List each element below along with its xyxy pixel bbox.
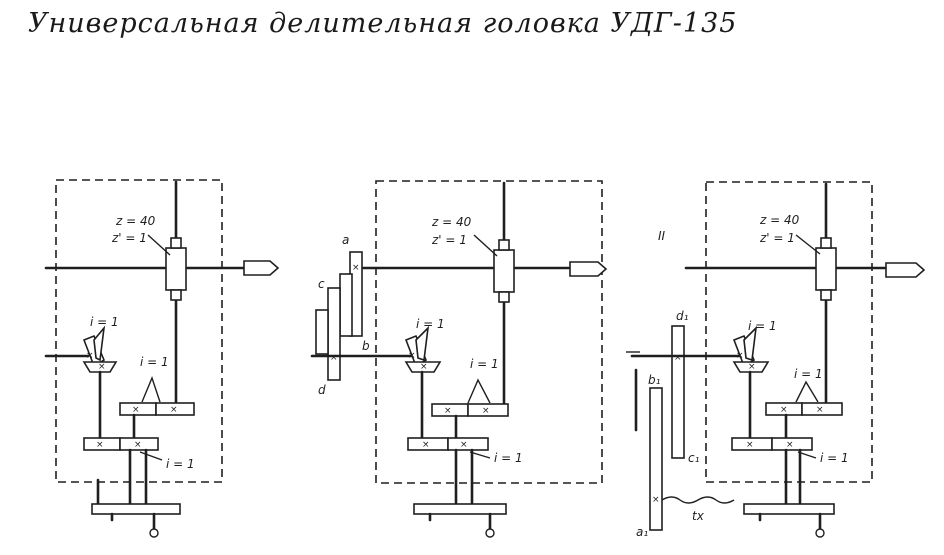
svg-text:×: × xyxy=(652,495,660,505)
svg-text:×: × xyxy=(96,440,104,450)
label-i-3c: i = 1 xyxy=(820,451,849,465)
svg-text:×: × xyxy=(422,440,430,450)
label-a: a xyxy=(342,233,349,247)
spindle-nose-1 xyxy=(243,260,280,276)
label-i-3b: i = 1 xyxy=(794,367,823,381)
label-roman: II xyxy=(658,229,666,243)
bevel-gear-3 xyxy=(732,361,770,373)
index-plate-2 xyxy=(413,503,507,515)
label-c1: c₁ xyxy=(688,451,700,465)
gear-pair-1-lower xyxy=(119,437,159,451)
index-plate-3 xyxy=(743,503,835,515)
svg-text:×: × xyxy=(352,263,360,273)
svg-text:×: × xyxy=(330,353,338,363)
svg-text:×: × xyxy=(736,351,744,361)
gear-pair-1 xyxy=(155,402,195,416)
gear-pair-2-lower xyxy=(447,437,489,451)
worm-wheel-2 xyxy=(493,249,515,293)
gear-d1 xyxy=(671,325,685,459)
label-zprime-2: z' = 1 xyxy=(431,233,467,247)
svg-text:×: × xyxy=(674,353,682,363)
svg-text:×: × xyxy=(86,351,94,361)
svg-text:×: × xyxy=(134,440,142,450)
label-z-3: z = 40 xyxy=(759,213,800,227)
worm-wheel-3 xyxy=(815,247,837,291)
label-a1: a₁ xyxy=(636,525,648,539)
housing-outline-1 xyxy=(55,179,223,483)
svg-text:×: × xyxy=(170,405,178,415)
label-i-3a: i = 1 xyxy=(748,319,777,333)
gear-pair-2 xyxy=(467,403,509,417)
label-b: b xyxy=(362,339,370,353)
gear-b xyxy=(339,273,353,337)
svg-text:×: × xyxy=(780,405,788,415)
spindle-nose-3 xyxy=(885,262,926,278)
bevel-gear-2 xyxy=(404,361,442,373)
svg-text:×: × xyxy=(132,405,140,415)
handle-2 xyxy=(485,528,495,538)
handle-1 xyxy=(149,528,159,538)
label-zprime-1: z' = 1 xyxy=(111,231,147,245)
label-tx: tx xyxy=(692,509,705,523)
gear-c xyxy=(327,287,341,381)
scheme-3: II z = 40 z' = 1 d₁ b₁ c₁ a₁ × × tx × × … xyxy=(626,181,926,539)
svg-text:×: × xyxy=(786,440,794,450)
gear-pair-3 xyxy=(801,402,843,416)
diagram-title: Универсальная делительная головка УДГ-13… xyxy=(28,8,738,39)
label-i-2a: i = 1 xyxy=(416,317,445,331)
label-z-2: z = 40 xyxy=(431,215,472,229)
svg-text:×: × xyxy=(748,362,756,372)
label-d1: d₁ xyxy=(676,309,689,323)
label-zprime-3: z' = 1 xyxy=(759,231,795,245)
scheme-1: z = 40 z' = 1 × × i = 1 × × i = 1 × × i … xyxy=(44,179,280,538)
svg-text:×: × xyxy=(746,440,754,450)
handle-3 xyxy=(815,528,825,538)
gear-b1 xyxy=(649,387,663,531)
svg-text:×: × xyxy=(816,405,824,415)
index-plate-1 xyxy=(91,503,181,515)
label-i-1c: i = 1 xyxy=(166,457,195,471)
label-i-2c: i = 1 xyxy=(494,451,523,465)
bevel-gear-1 xyxy=(82,361,118,373)
label-d: d xyxy=(318,383,326,397)
spindle-nose-2 xyxy=(569,261,608,277)
label-i-1a: i = 1 xyxy=(90,315,119,329)
svg-text:×: × xyxy=(420,362,428,372)
housing-outline-2 xyxy=(375,180,603,484)
scheme-2: z = 40 z' = 1 × × a c b d × × i = 1 × × … xyxy=(310,180,608,538)
label-b1: b₁ xyxy=(648,373,661,387)
svg-text:×: × xyxy=(482,406,490,416)
gear-d xyxy=(315,309,329,355)
gear-pair-3-lower xyxy=(771,437,813,451)
svg-text:×: × xyxy=(444,406,452,416)
label-c: c xyxy=(318,277,325,291)
housing-outline-3 xyxy=(705,181,873,483)
svg-text:×: × xyxy=(460,440,468,450)
label-i-1b: i = 1 xyxy=(140,355,169,369)
svg-text:×: × xyxy=(98,362,106,372)
label-i-2b: i = 1 xyxy=(470,357,499,371)
label-z-1: z = 40 xyxy=(115,214,156,228)
svg-text:×: × xyxy=(408,351,416,361)
